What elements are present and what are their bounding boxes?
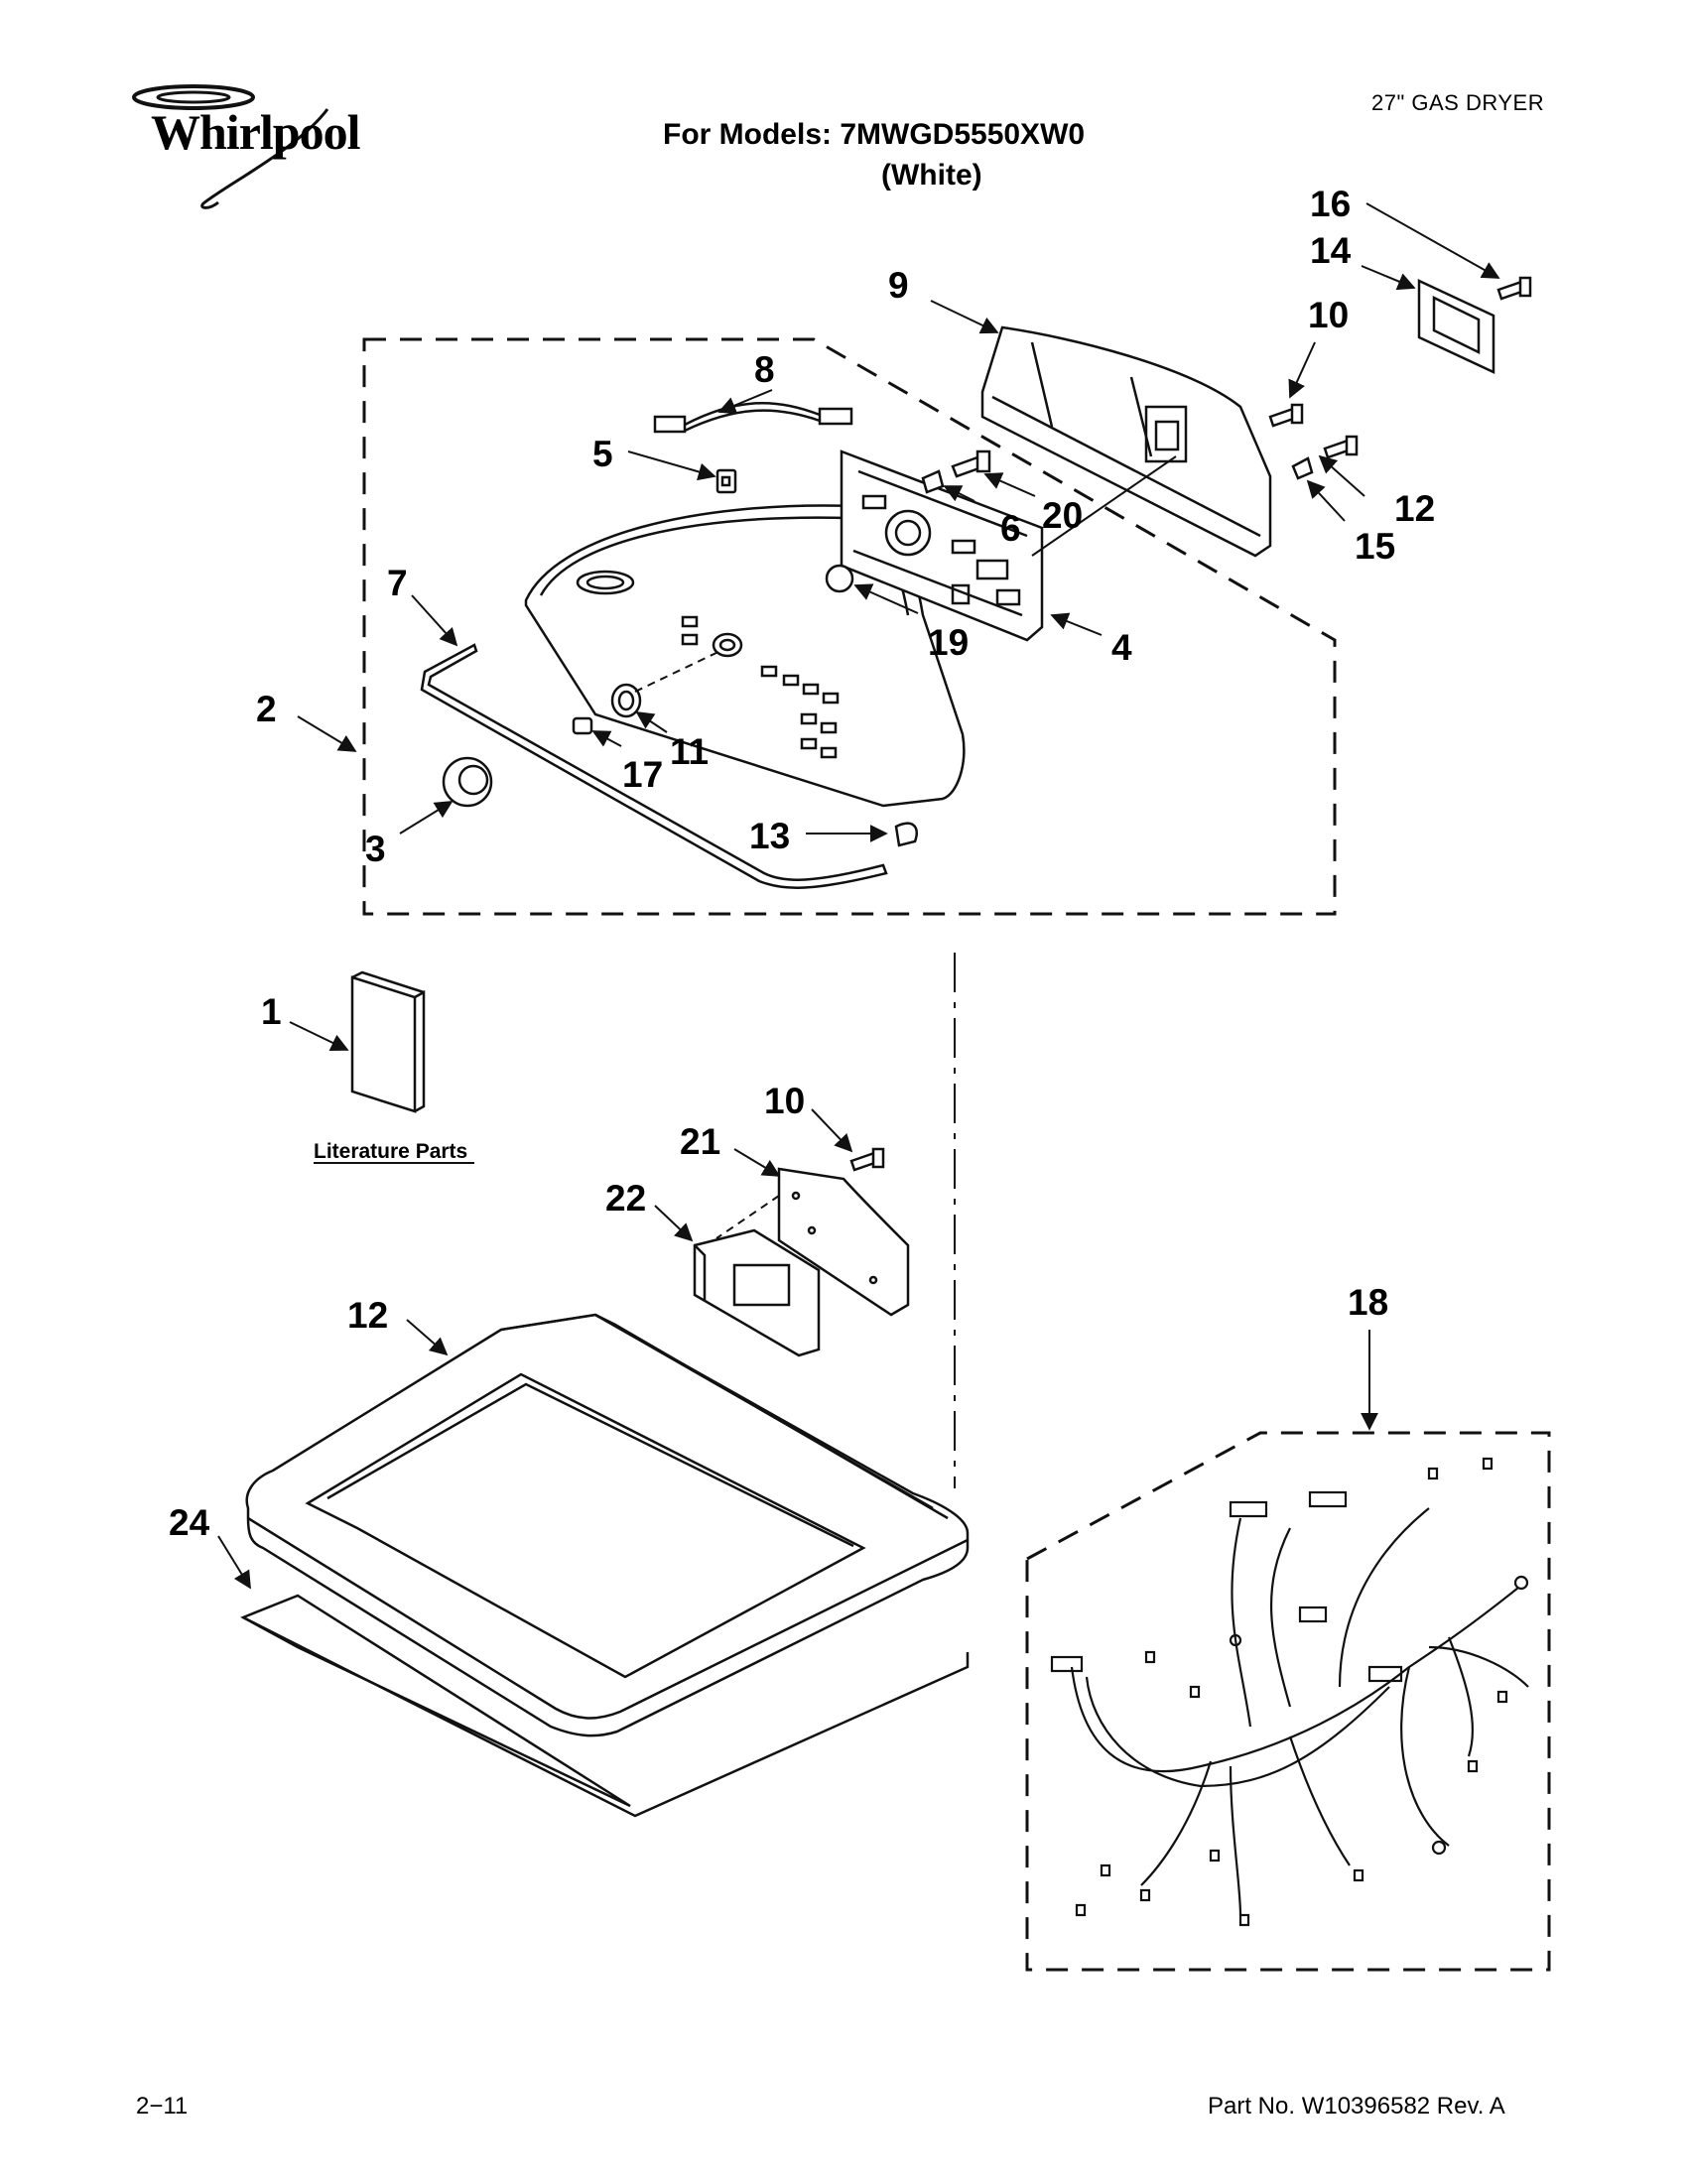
dryer-top (245, 1313, 970, 1737)
callout-10-lower: 10 (764, 1081, 805, 1121)
callout-22: 21 (680, 1121, 720, 1162)
model-color: (White) (881, 159, 982, 192)
page-number: 2−11 (136, 2093, 188, 2120)
callout-6: 6 (1000, 508, 1021, 549)
leader-lines (217, 202, 1500, 1590)
product-type: 27" GAS DRYER (1371, 90, 1544, 115)
callout-7: 7 (387, 563, 408, 603)
screw-10-lower (849, 1147, 885, 1172)
callout-20: 19 (928, 622, 969, 663)
callout-11: 11 (670, 731, 709, 772)
callout-8: 8 (754, 349, 775, 390)
callout-24: 24 (169, 1502, 210, 1543)
part-number: Part No. W10396582 Rev. A (1208, 2093, 1505, 2120)
screw-13 (1323, 435, 1359, 459)
screw-10-top (1268, 403, 1304, 428)
callout-14: 13 (749, 816, 790, 856)
literature-booklet (350, 970, 426, 1113)
brand-name: Whirlpool (151, 104, 361, 160)
top-pad (240, 1594, 970, 1818)
callout-21: 20 (1042, 495, 1083, 536)
main-wire-harness (1050, 1457, 1529, 1927)
callout-10: 10 (1308, 295, 1349, 335)
clip-6 (921, 469, 945, 494)
callout-3: 3 (365, 829, 386, 869)
callout-15: 14 (1310, 230, 1352, 271)
callout-17: 16 (1310, 184, 1351, 224)
knob-bushing (610, 683, 642, 718)
harness-group-box (1025, 1431, 1551, 1972)
control-knob (442, 756, 493, 808)
screw-17 (1496, 276, 1532, 301)
cover-plate-15 (1417, 279, 1495, 374)
clip-16 (1291, 456, 1314, 480)
console-strip (420, 643, 888, 889)
callout-13: 12 (1394, 488, 1435, 529)
callout-5: 5 (592, 434, 613, 474)
sensor-disk (825, 564, 854, 593)
callout-12b: 12 (347, 1295, 388, 1336)
callout-19: 18 (1348, 1282, 1388, 1323)
callout-16: 15 (1355, 526, 1395, 567)
screw-21 (951, 450, 991, 478)
callout-9: 9 (888, 265, 909, 306)
control-board (840, 450, 1044, 642)
wire-harness-small (653, 402, 853, 434)
bracket-part (715, 468, 737, 494)
callout-1: 1 (261, 991, 282, 1032)
button-part (572, 716, 593, 735)
console-group-box (362, 337, 1337, 916)
control-module (693, 1228, 821, 1357)
callouts: 16 14 9 10 8 5 12 15 20 6 19 4 7 2 3 11 … (169, 184, 1435, 1543)
callout-4: 4 (1111, 627, 1132, 668)
console-back-panel (980, 325, 1272, 558)
mounting-bracket (777, 1167, 910, 1317)
clip-part (894, 822, 918, 847)
literature-label: Literature Parts (314, 1140, 467, 1163)
model-line: For Models: 7MWGD5550XW0 (663, 118, 1085, 151)
callout-23: 22 (605, 1178, 646, 1219)
callout-18: 17 (622, 754, 663, 795)
whirlpool-logo: Whirlpool (132, 84, 362, 209)
callout-2: 2 (256, 689, 277, 729)
